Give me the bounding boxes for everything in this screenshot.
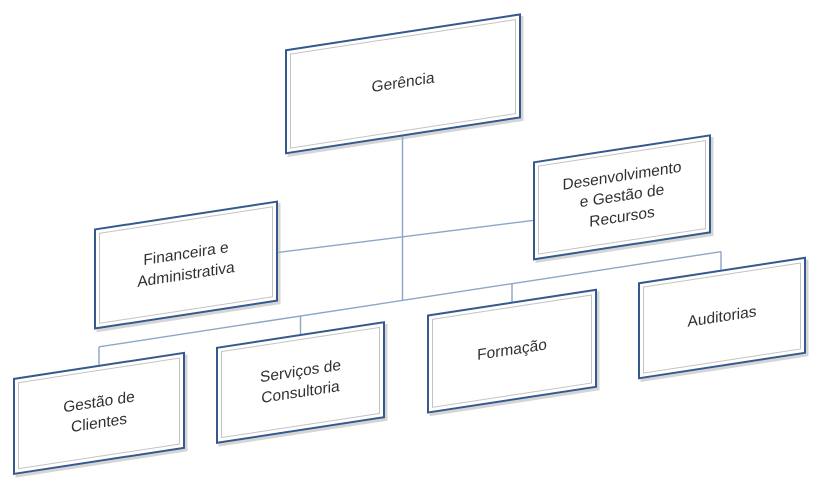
org-node-inner-frame: Formação [432,294,592,408]
org-node-inner-frame: Financeira e Administrativa [99,206,273,324]
org-node-label: Financeira e Administrativa [137,239,235,291]
org-node-label: Desenvolvimento e Gestão de Recursos [562,158,682,231]
org-node-inner-frame: Desenvolvimento e Gestão de Recursos [538,139,706,255]
org-node-label: Formação [477,336,547,365]
org-node-label: Gestão de Clientes [63,388,135,436]
org-node-label: Gerência [371,69,435,97]
connector-level2-bus [277,219,534,254]
connector-level3-bus [99,250,721,348]
org-node-inner-frame: Serviços de Consultoria [221,326,380,439]
org-node-label: Serviços de Consultoria [260,356,341,407]
org-node-inner-frame: Auditorias [643,262,801,374]
org-node-label: Auditorias [687,303,757,332]
org-node-inner-frame: Gestão de Clientes [18,357,180,470]
